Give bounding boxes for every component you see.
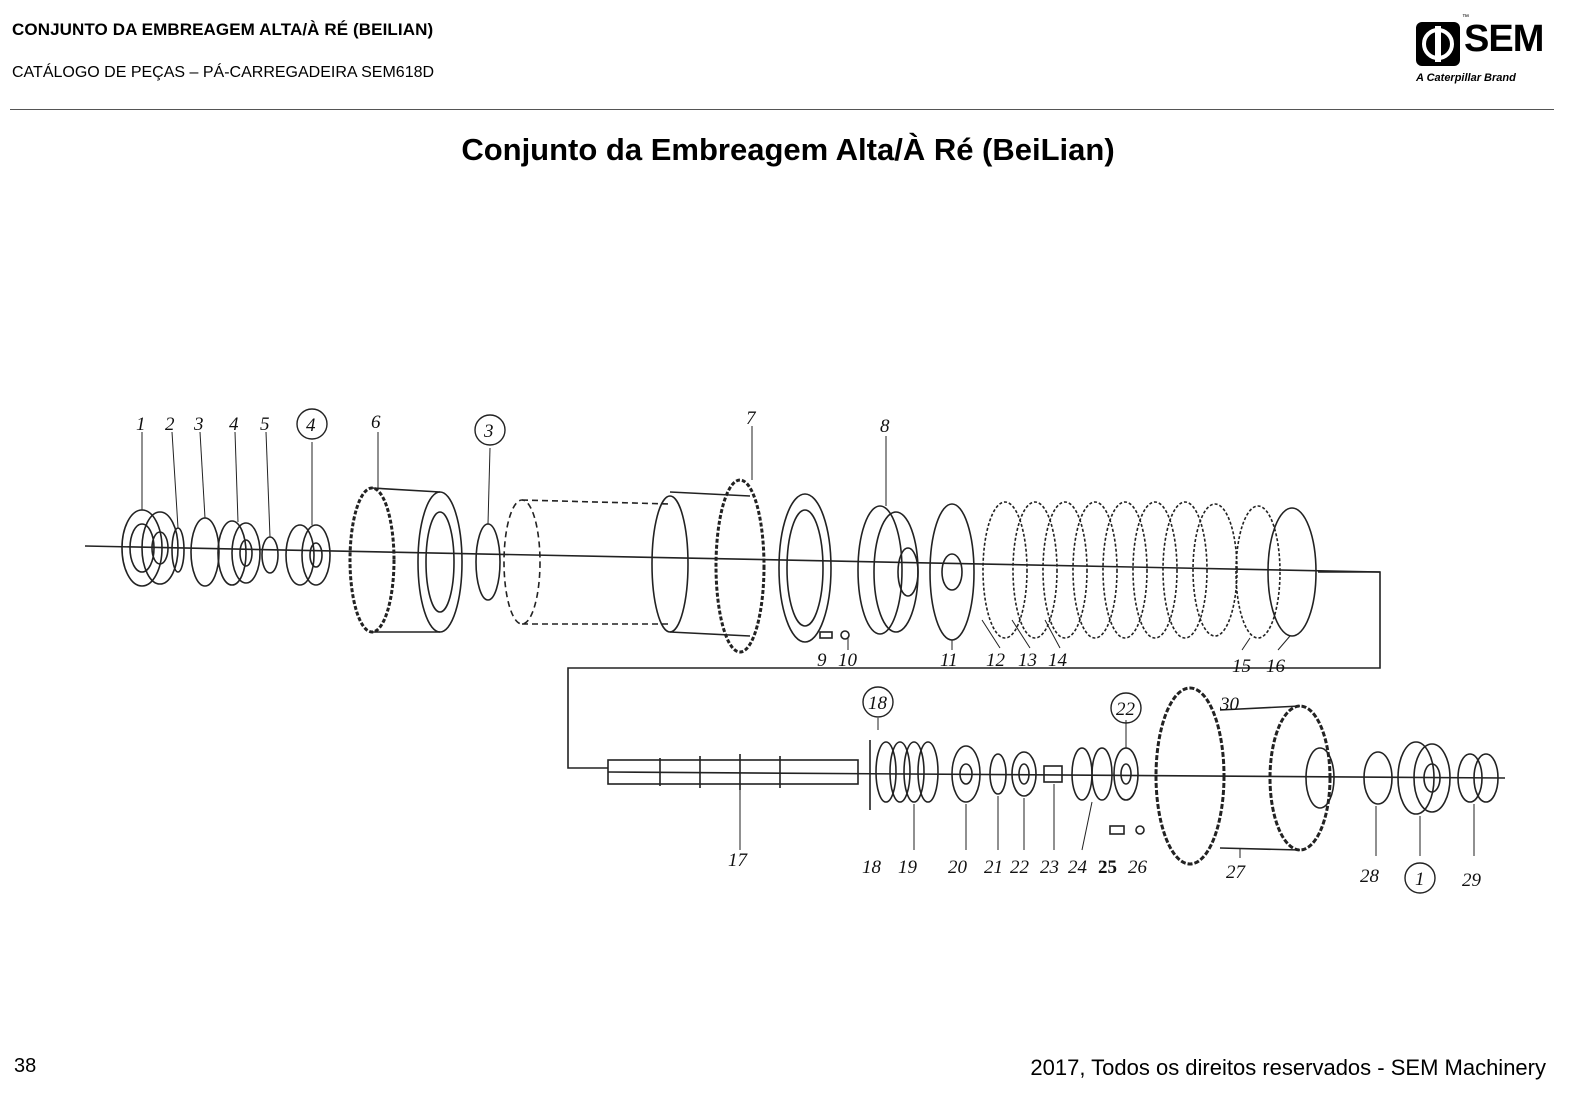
part-24-rings xyxy=(1071,747,1113,801)
page-number: 38 xyxy=(14,1055,37,1077)
callout-label: 6 xyxy=(371,412,381,433)
callout-label: 22 xyxy=(1116,699,1136,720)
sem-logo: ™ SEM A Caterpillar Brand xyxy=(1412,14,1562,94)
sem-emblem-icon xyxy=(1416,22,1460,66)
header-divider xyxy=(10,109,1554,110)
page-title: Conjunto da Embreagem Alta/À Ré (BeiLian… xyxy=(461,132,1115,167)
lower-axis-line xyxy=(607,771,1506,779)
part-20-washer xyxy=(951,745,981,803)
clutch-housing-cylinder xyxy=(503,491,751,637)
header-title: CONJUNTO DA EMBREAGEM ALTA/À RÉ (BEILIAN… xyxy=(12,20,434,39)
callout-label: 9 xyxy=(817,650,827,671)
part-22-secondary-bearing xyxy=(1113,747,1139,801)
upper-axis-line xyxy=(84,545,1381,573)
clutch-assembly-drawing: 1 2 3 4 5 4 6 3 7 8 9 10 11 12 13 14 15 … xyxy=(84,408,1506,894)
callout-label: 13 xyxy=(1018,650,1037,671)
exploded-parts-diagram: 1 2 3 4 5 4 6 3 7 8 9 10 11 12 13 14 15 … xyxy=(60,380,1540,940)
callout-circles xyxy=(296,408,1436,894)
part-1-secondary-bearing xyxy=(1397,741,1451,815)
callout-label: 4 xyxy=(229,414,239,435)
part-28-ring xyxy=(1363,751,1393,805)
callout-label: 22 xyxy=(1010,857,1030,878)
part-4-secondary-bearing xyxy=(285,524,331,586)
part-3-secondary-snap-ring xyxy=(475,523,501,601)
callout-label: 24 xyxy=(1068,857,1088,878)
part-4-bearing xyxy=(217,520,261,586)
part-3-snap-ring xyxy=(190,517,220,587)
callout-label: 19 xyxy=(898,857,918,878)
callout-label: 25 xyxy=(1098,857,1117,878)
part-11-disc xyxy=(929,503,975,641)
part-5-ring xyxy=(261,536,279,574)
row-connector-line xyxy=(567,571,1381,769)
header-subtitle: CATÁLOGO DE PEÇAS – PÁ-CARREGADEIRA SEM6… xyxy=(12,64,435,81)
callout-label: 18 xyxy=(868,693,888,714)
callout-label: 2 xyxy=(165,414,175,435)
callout-label: 23 xyxy=(1040,857,1059,878)
callout-label: 3 xyxy=(193,414,204,435)
callout-label: 30 xyxy=(1219,694,1240,715)
callout-label: 11 xyxy=(940,650,958,671)
logo-wordmark: SEM xyxy=(1464,18,1544,60)
part-26-ball xyxy=(1135,825,1145,835)
callout-label: 1 xyxy=(136,414,146,435)
part-16-ring xyxy=(1267,507,1317,637)
callout-label: 4 xyxy=(306,415,316,436)
part-7-gear-housing xyxy=(714,478,832,654)
logo-brand-tagline: A Caterpillar Brand xyxy=(1416,72,1516,84)
callout-label: 17 xyxy=(728,850,749,871)
callout-label: 7 xyxy=(746,408,757,429)
callout-label: 10 xyxy=(838,650,858,671)
part-6-gear-drum xyxy=(348,486,463,634)
part-19-spring xyxy=(875,741,939,803)
part-10-ball xyxy=(840,630,850,640)
copyright-notice: 2017, Todos os direitos reservados - SEM… xyxy=(1030,1055,1546,1080)
part-30-gear xyxy=(1154,686,1226,866)
callout-label: 1 xyxy=(1415,869,1425,890)
callout-label: 26 xyxy=(1128,857,1148,878)
callout-label: 14 xyxy=(1048,650,1068,671)
part-22-bearing xyxy=(1011,751,1037,797)
part-15-plate xyxy=(1235,505,1281,639)
part-25-pin xyxy=(1109,825,1125,835)
callout-label: 21 xyxy=(984,857,1003,878)
callout-label: 16 xyxy=(1266,656,1286,677)
callout-label: 12 xyxy=(986,650,1006,671)
part-21-ring xyxy=(989,753,1007,795)
part-8-piston xyxy=(857,505,919,635)
callout-label: 28 xyxy=(1360,866,1380,887)
callout-label: 20 xyxy=(948,857,968,878)
part-9-pin xyxy=(819,631,833,639)
callout-label: 29 xyxy=(1462,870,1482,891)
callout-label: 27 xyxy=(1226,862,1247,883)
callout-label: 15 xyxy=(1232,656,1251,677)
part-17-shaft xyxy=(607,754,859,790)
callout-label: 5 xyxy=(260,414,270,435)
leader-lines xyxy=(141,426,1475,858)
part-29-bearing xyxy=(1457,753,1499,803)
callout-label: 8 xyxy=(880,416,890,437)
callout-label: 3 xyxy=(483,421,494,442)
part-27-gear-drum xyxy=(1219,704,1335,852)
callout-label: 18 xyxy=(862,857,882,878)
part-23-sleeve xyxy=(1043,765,1063,783)
trademark-mark: ™ xyxy=(1462,14,1469,21)
parts-12-14-friction-plates xyxy=(982,501,1238,639)
